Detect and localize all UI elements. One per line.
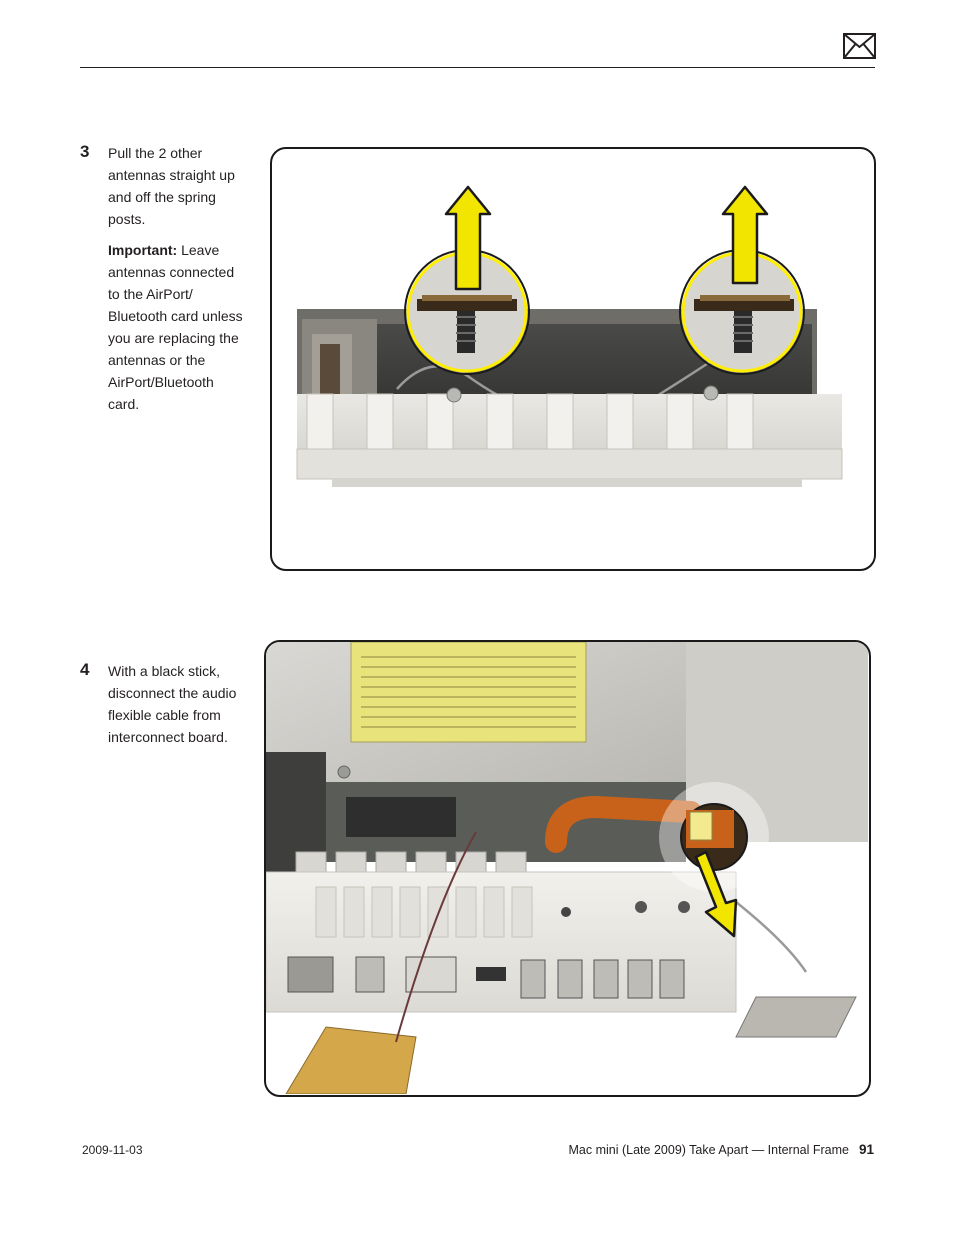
important-label: Important: bbox=[108, 242, 178, 258]
header-rule bbox=[80, 67, 875, 68]
footer: Mac mini (Late 2009) Take Apart — Intern… bbox=[569, 1142, 874, 1157]
step-4-illustration bbox=[266, 642, 868, 1094]
step-3-photo bbox=[270, 147, 876, 571]
page-number: 91 bbox=[858, 1142, 874, 1157]
envelope-icon[interactable] bbox=[843, 33, 876, 59]
step-4-instruction: With a black stick, disconnect the audio… bbox=[108, 663, 237, 745]
step-4-photo bbox=[264, 640, 871, 1097]
step-4-text: With a black stick, disconnect the audio… bbox=[108, 660, 248, 757]
step-3-illustration bbox=[296, 185, 843, 487]
arrow-down-icon bbox=[694, 850, 738, 938]
step-3-important-note: Important: Leave antennas connected to t… bbox=[108, 239, 248, 415]
step-3-text: Pull the 2 other antennas straight up an… bbox=[108, 142, 248, 424]
important-text: Leave antennas connected to the AirPort/… bbox=[108, 242, 243, 412]
arrow-up-icon bbox=[721, 185, 769, 285]
step-3-number: 3 bbox=[80, 142, 90, 161]
step-3-instruction: Pull the 2 other antennas straight up an… bbox=[108, 145, 235, 227]
footer-date: 2009-11-03 bbox=[82, 1143, 143, 1157]
arrow-up-icon bbox=[444, 185, 492, 291]
step-4-number: 4 bbox=[80, 660, 90, 679]
footer-doc-title: Mac mini (Late 2009) Take Apart — Intern… bbox=[568, 1143, 849, 1157]
